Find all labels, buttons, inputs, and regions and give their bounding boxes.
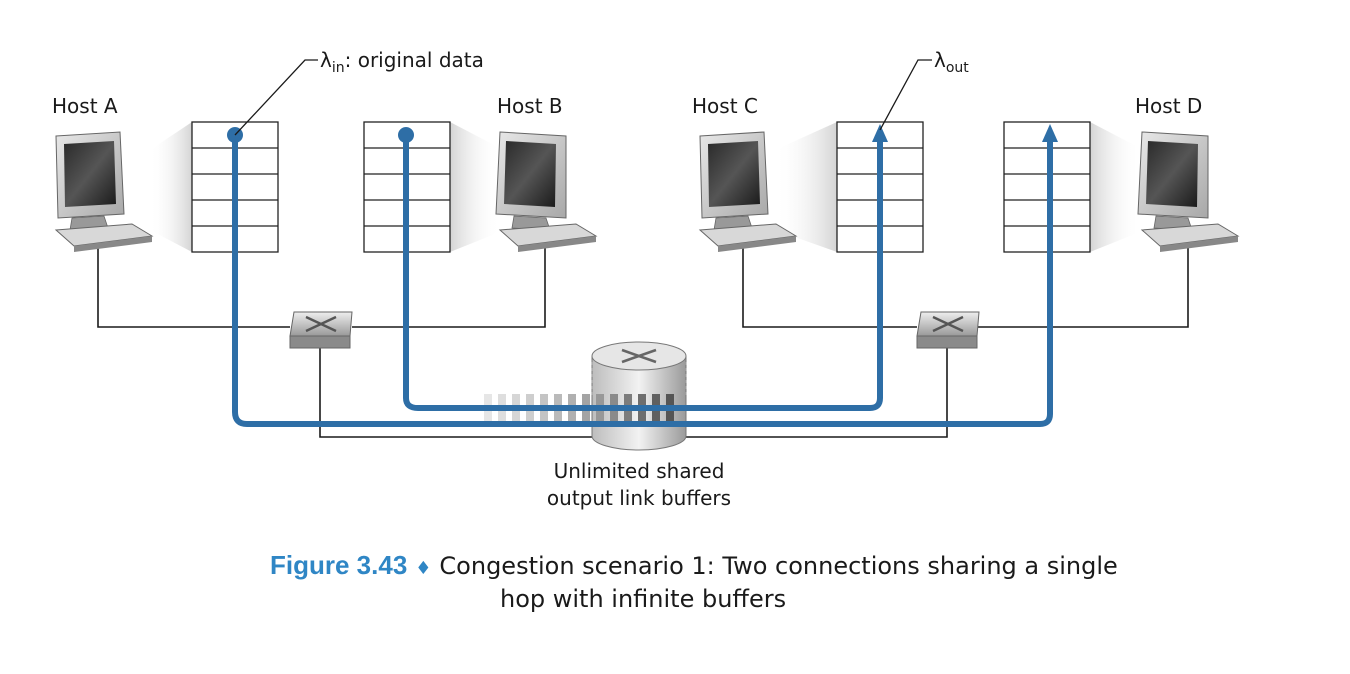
lambda-in-label: λin: original data xyxy=(320,48,484,76)
router-label-line2: output link buffers xyxy=(547,486,731,510)
host-b-computer xyxy=(495,131,598,252)
host-c-label: Host C xyxy=(692,94,758,118)
host-d-buffer-shade xyxy=(1090,122,1140,252)
host-c-buffer-shade xyxy=(775,122,837,252)
figure-number: Figure 3.43 xyxy=(270,550,408,580)
switch-left xyxy=(289,311,353,349)
packet-dot-host-b xyxy=(398,127,414,143)
arrow-into-host-d-buffer xyxy=(1042,124,1058,142)
figure-caption: Figure 3.43 ♦ Congestion scenario 1: Two c… xyxy=(270,548,1330,615)
host-a-computer xyxy=(54,131,154,252)
flow-host-a-to-host-d xyxy=(232,136,1053,427)
host-d-computer xyxy=(1137,131,1240,252)
router-label-line1: Unlimited shared xyxy=(554,459,725,483)
host-a-label: Host A xyxy=(52,94,118,118)
host-d-label: Host D xyxy=(1135,94,1202,118)
flow-host-b-to-host-c xyxy=(403,136,883,411)
caption-line2: hop with infinite buffers xyxy=(500,585,787,614)
switch-right xyxy=(916,311,980,349)
lambda-in-text: : original data xyxy=(345,48,484,72)
host-b-buffer-shade xyxy=(450,122,500,252)
lambda-out-symbol: λ xyxy=(934,48,946,72)
lambda-out-leader xyxy=(879,59,932,131)
host-a-buffer-shade xyxy=(150,122,192,252)
host-b-label: Host B xyxy=(497,94,563,118)
lambda-out-subscript: out xyxy=(946,60,969,76)
caption-line1: Congestion scenario 1: Two connections s… xyxy=(439,552,1118,580)
lambda-in-leader xyxy=(234,59,318,136)
network-links xyxy=(97,235,1189,438)
lambda-out-label: λout xyxy=(934,48,969,76)
arrow-into-host-c-buffer xyxy=(872,124,888,142)
lambda-in-subscript: in xyxy=(332,60,345,76)
host-c-computer xyxy=(698,131,798,252)
caption-separator: ♦ xyxy=(415,558,432,579)
lambda-in-symbol: λ xyxy=(320,48,332,72)
